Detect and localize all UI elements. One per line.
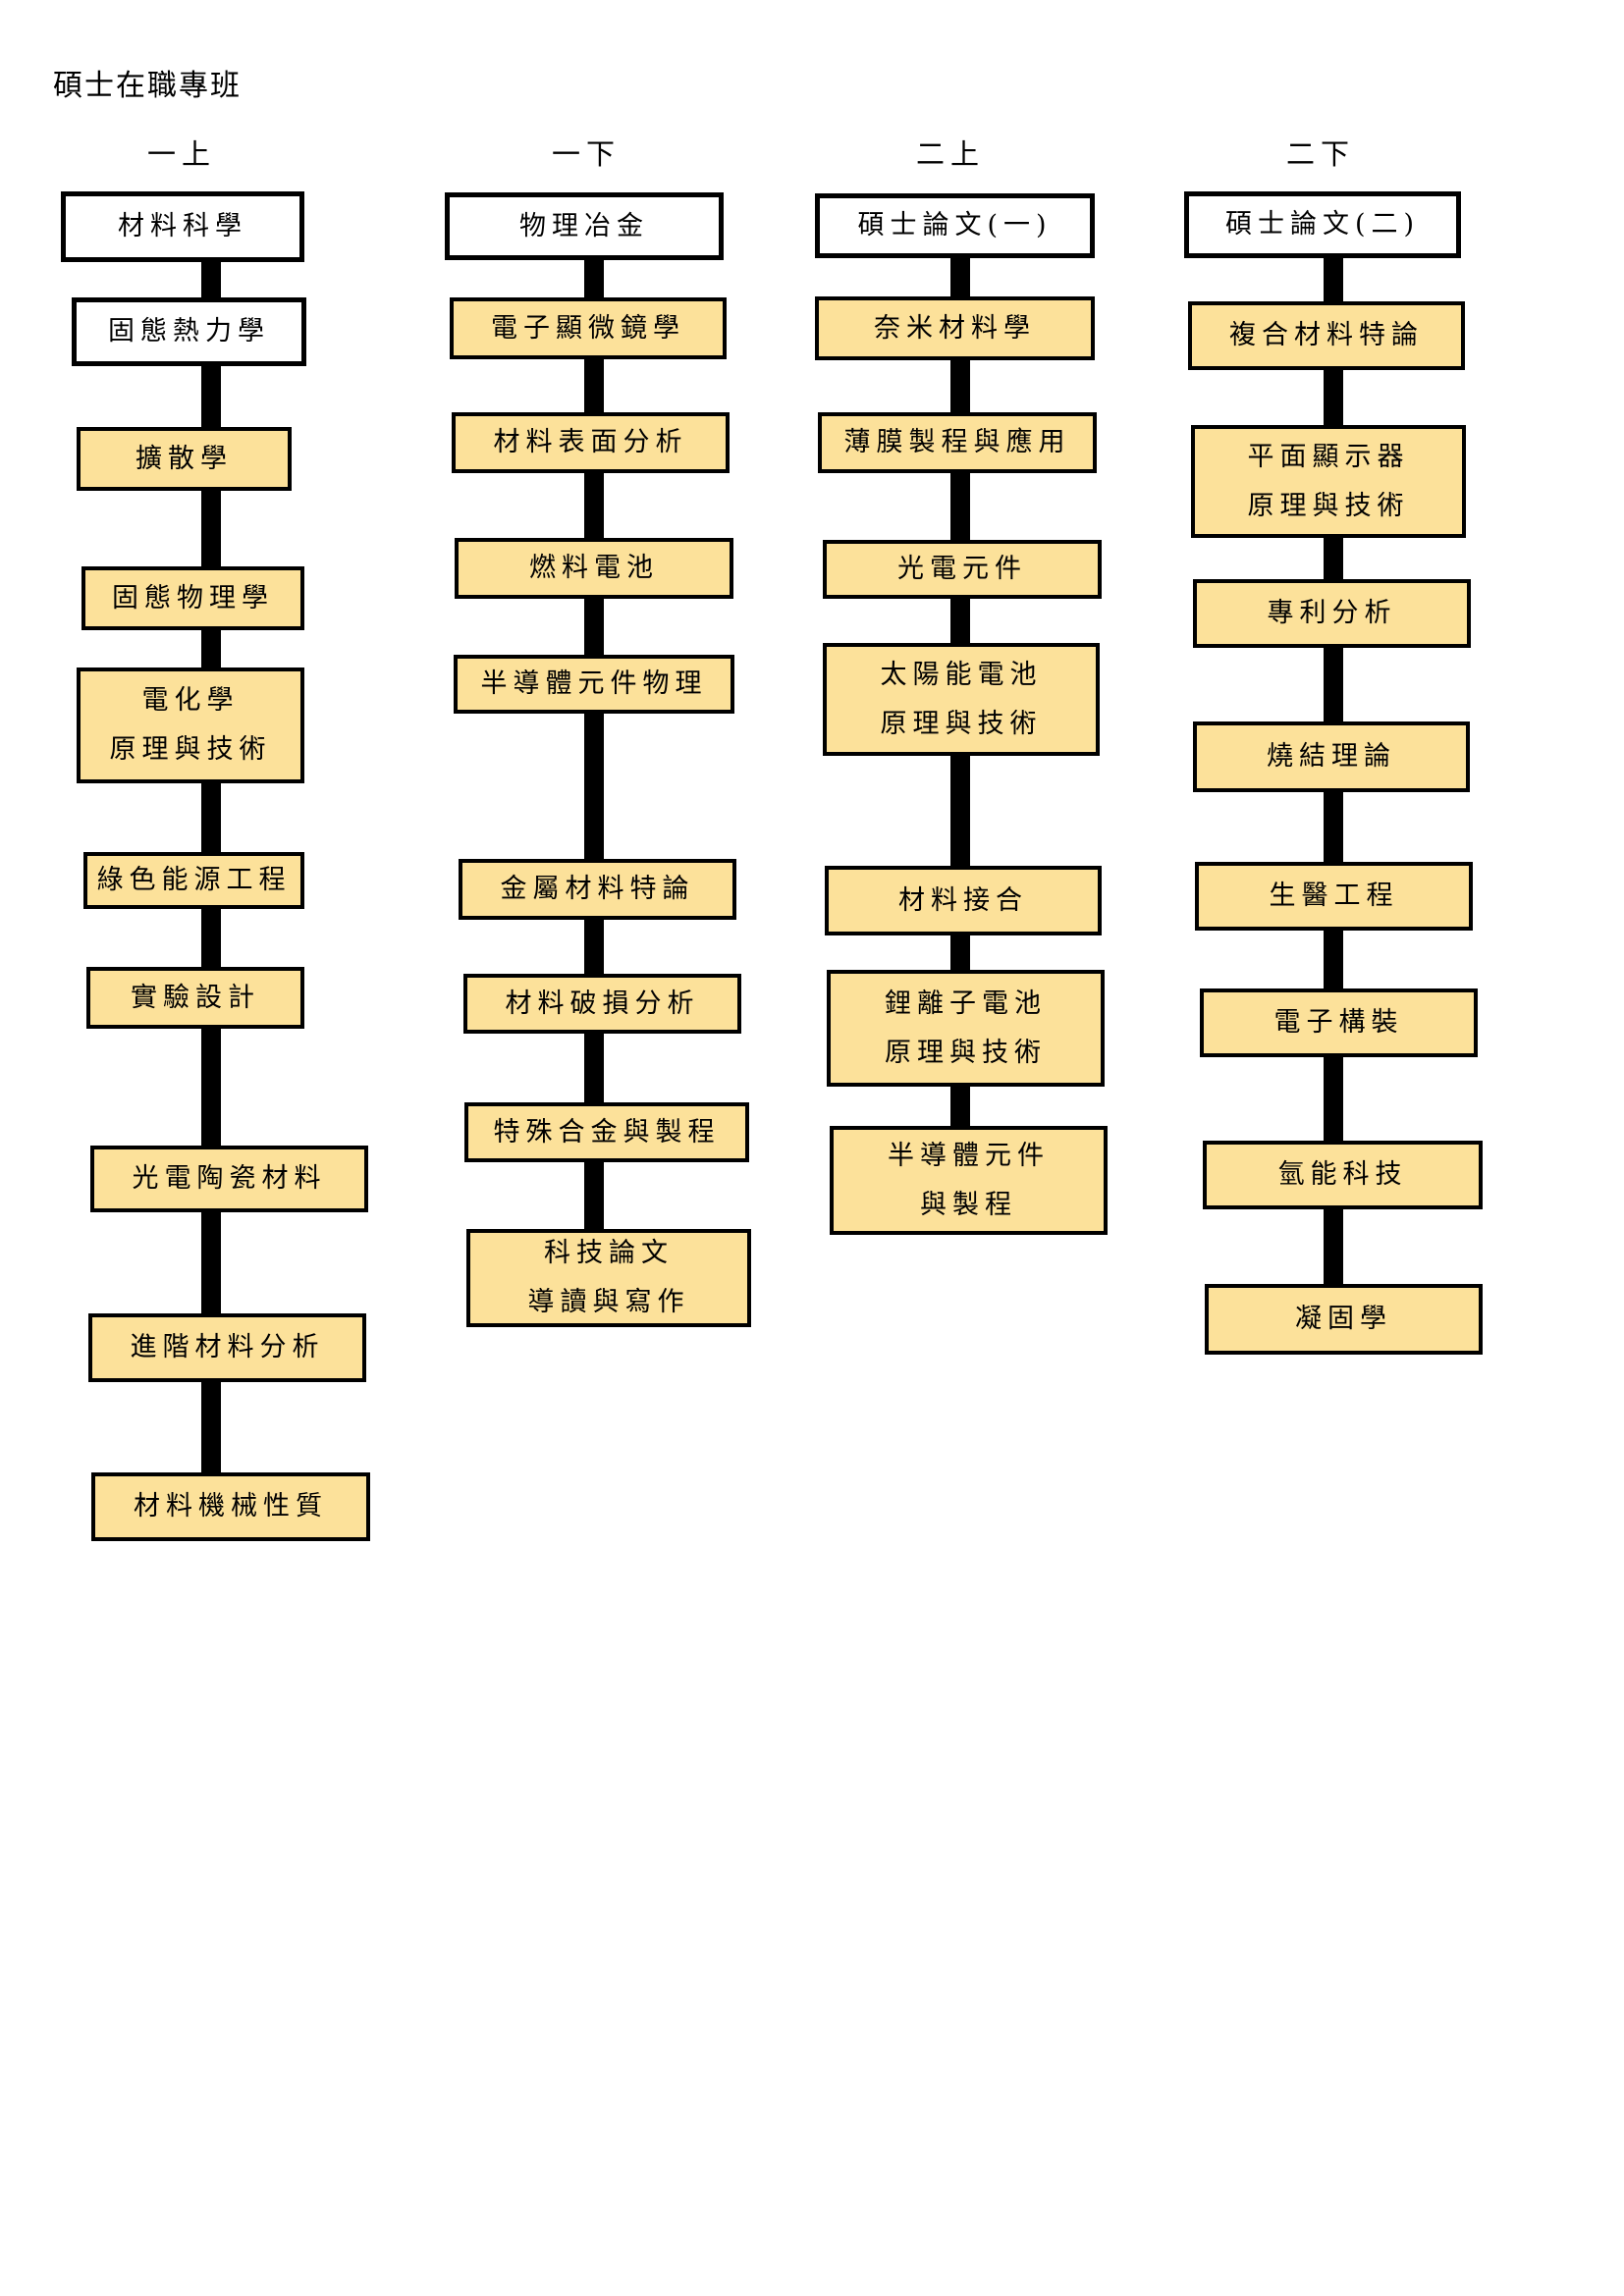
course-box: 專利分析 [1193,579,1471,648]
course-box: 材料表面分析 [452,412,730,473]
course-box: 燒結理論 [1193,721,1470,792]
course-box: 金屬材料特論 [459,859,736,920]
course-box: 材料破損分析 [463,974,741,1034]
course-box: 材料接合 [825,866,1102,935]
course-box: 實驗設計 [86,967,304,1029]
course-box: 生醫工程 [1195,862,1473,931]
course-box: 鋰離子電池 原理與技術 [827,970,1105,1087]
course-box: 科技論文 導讀與寫作 [466,1229,751,1327]
course-box: 太陽能電池 原理與技術 [823,643,1100,756]
course-box: 碩士論文(一) [815,193,1095,258]
course-box: 材料機械性質 [91,1472,370,1541]
course-box: 平面顯示器 原理與技術 [1191,425,1466,538]
semester-header: 二下 [1285,137,1355,171]
course-box: 光電元件 [823,540,1102,599]
course-box: 電化學 原理與技術 [77,667,304,783]
course-box: 半導體元件物理 [454,655,734,714]
course-box: 固態物理學 [81,566,304,630]
course-box: 複合材料特論 [1188,301,1465,370]
semester-header: 二上 [915,137,985,171]
course-box: 電子顯微鏡學 [450,297,727,359]
course-box: 奈米材料學 [815,296,1095,360]
course-box: 進階材料分析 [88,1313,366,1382]
course-box: 凝固學 [1205,1284,1483,1355]
course-box: 薄膜製程與應用 [818,412,1097,473]
course-box: 物理冶金 [445,192,724,260]
course-box: 燃料電池 [455,538,733,599]
semester-header: 一上 [146,137,216,171]
course-box: 材料科學 [61,191,304,262]
course-box: 碩士論文(二) [1184,191,1461,258]
page-title: 碩士在職專班 [53,69,242,103]
course-box: 擴散學 [77,427,292,491]
course-box: 光電陶瓷材料 [90,1146,368,1212]
course-box: 電子構裝 [1200,988,1478,1057]
semester-header: 一下 [551,137,621,171]
course-box: 氫能科技 [1203,1141,1483,1209]
course-box: 半導體元件 與製程 [830,1126,1108,1235]
course-box: 綠色能源工程 [83,852,304,909]
course-box: 特殊合金與製程 [464,1102,749,1162]
course-box: 固態熱力學 [72,297,306,366]
